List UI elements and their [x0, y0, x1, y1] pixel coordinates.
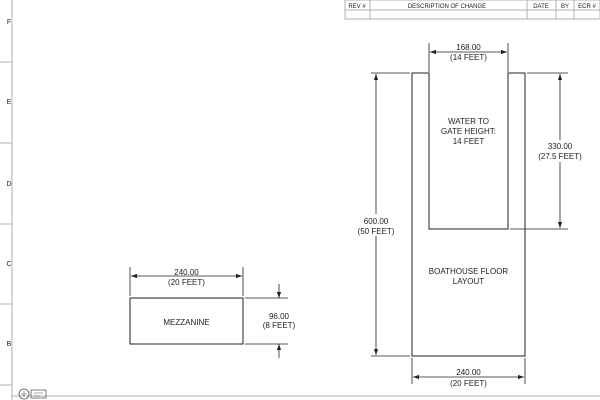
description-header: DESCRIPTION OF CHANGE: [408, 4, 486, 10]
total-width-feet: (20 FEET): [450, 379, 487, 388]
zone-label-b: B: [7, 341, 12, 348]
mezzanine-width-value: 240.00: [174, 268, 199, 277]
mezzanine-label: MEZZANINE: [163, 318, 209, 327]
boathouse-drawing: WATER TO GATE HEIGHT: 14 FEET BOATHOUSE …: [356, 43, 584, 388]
slip-length-value: 330.00: [548, 142, 573, 151]
total-length-feet: (50 FEET): [358, 227, 395, 236]
mezzanine-height-value: 96.00: [269, 312, 290, 321]
zone-border: F E D C B: [0, 0, 13, 400]
mezzanine-height-feet: (8 FEET): [263, 321, 296, 330]
water-label-line2: GATE HEIGHT:: [441, 127, 496, 136]
mezzanine-rect: [129, 297, 244, 345]
by-header: BY: [561, 4, 569, 10]
revision-table: REV # DESCRIPTION OF CHANGE DATE BY ECR …: [344, 0, 600, 20]
ecr-header: ECR #: [578, 4, 596, 10]
boathouse-label-line2: LAYOUT: [453, 277, 485, 286]
boathouse-outline: [411, 72, 526, 357]
slip-length-feet: (27.5 FEET): [538, 152, 582, 161]
slip-width-value: 168.00: [456, 43, 481, 52]
mezzanine-drawing: MEZZANINE 240.00 (20 FEET) 96.00 (8 FEET…: [129, 267, 296, 358]
slip-width-feet: (14 FEET): [450, 53, 487, 62]
date-header: DATE: [533, 4, 549, 10]
water-label-line1: WATER TO: [448, 117, 489, 126]
zone-label-c: C: [6, 261, 11, 268]
total-width-value: 240.00: [456, 368, 481, 377]
rev-header: REV #: [348, 4, 366, 10]
water-label-line3: 14 FEET: [453, 137, 485, 146]
boathouse-label-line1: BOATHOUSE FLOOR: [429, 267, 509, 276]
zone-label-e: E: [7, 99, 12, 106]
cad-logo-icon: [18, 388, 47, 400]
zone-label-f: F: [7, 19, 11, 26]
mezzanine-width-feet: (20 FEET): [168, 278, 205, 287]
zone-label-d: D: [6, 181, 11, 188]
total-length-value: 600.00: [364, 217, 389, 226]
